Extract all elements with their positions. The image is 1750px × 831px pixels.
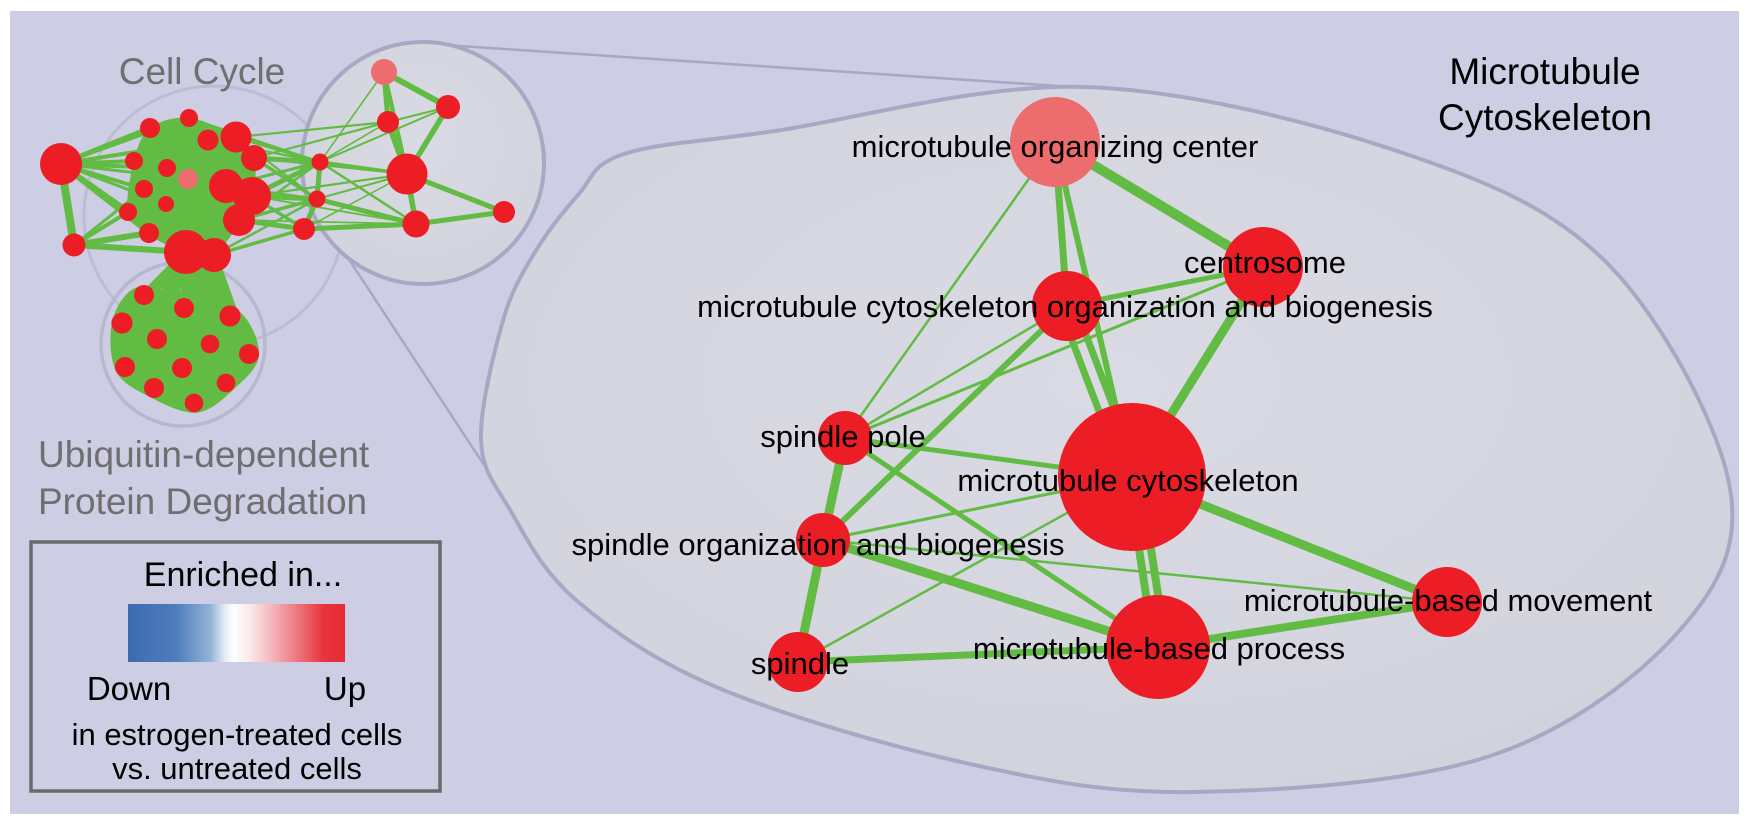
svg-text:spindle organization and bioge: spindle organization and biogenesis	[572, 527, 1065, 562]
svg-text:microtubule cytoskeleton: microtubule cytoskeleton	[957, 463, 1298, 498]
svg-text:microtubule-based process: microtubule-based process	[973, 631, 1345, 666]
svg-text:Cytoskeleton: Cytoskeleton	[1438, 97, 1652, 138]
svg-text:Microtubule: Microtubule	[1449, 51, 1640, 92]
svg-text:Ubiquitin-dependent: Ubiquitin-dependent	[38, 434, 370, 475]
svg-text:microtubule cytoskeleton organ: microtubule cytoskeleton organization an…	[697, 289, 1433, 324]
svg-text:Protein Degradation: Protein Degradation	[38, 481, 367, 522]
svg-text:vs. untreated cells: vs. untreated cells	[112, 751, 362, 786]
svg-text:spindle pole: spindle pole	[760, 419, 925, 454]
svg-text:Enriched in...: Enriched in...	[144, 556, 342, 594]
svg-text:spindle: spindle	[751, 646, 849, 681]
svg-text:microtubule organizing center: microtubule organizing center	[852, 129, 1259, 164]
svg-text:in estrogen-treated cells: in estrogen-treated cells	[72, 717, 403, 752]
svg-text:Cell Cycle: Cell Cycle	[119, 51, 286, 92]
svg-text:Down: Down	[87, 670, 171, 707]
svg-text:microtubule-based movement: microtubule-based movement	[1244, 583, 1653, 618]
svg-text:Up: Up	[324, 670, 366, 707]
svg-text:centrosome: centrosome	[1184, 245, 1346, 280]
